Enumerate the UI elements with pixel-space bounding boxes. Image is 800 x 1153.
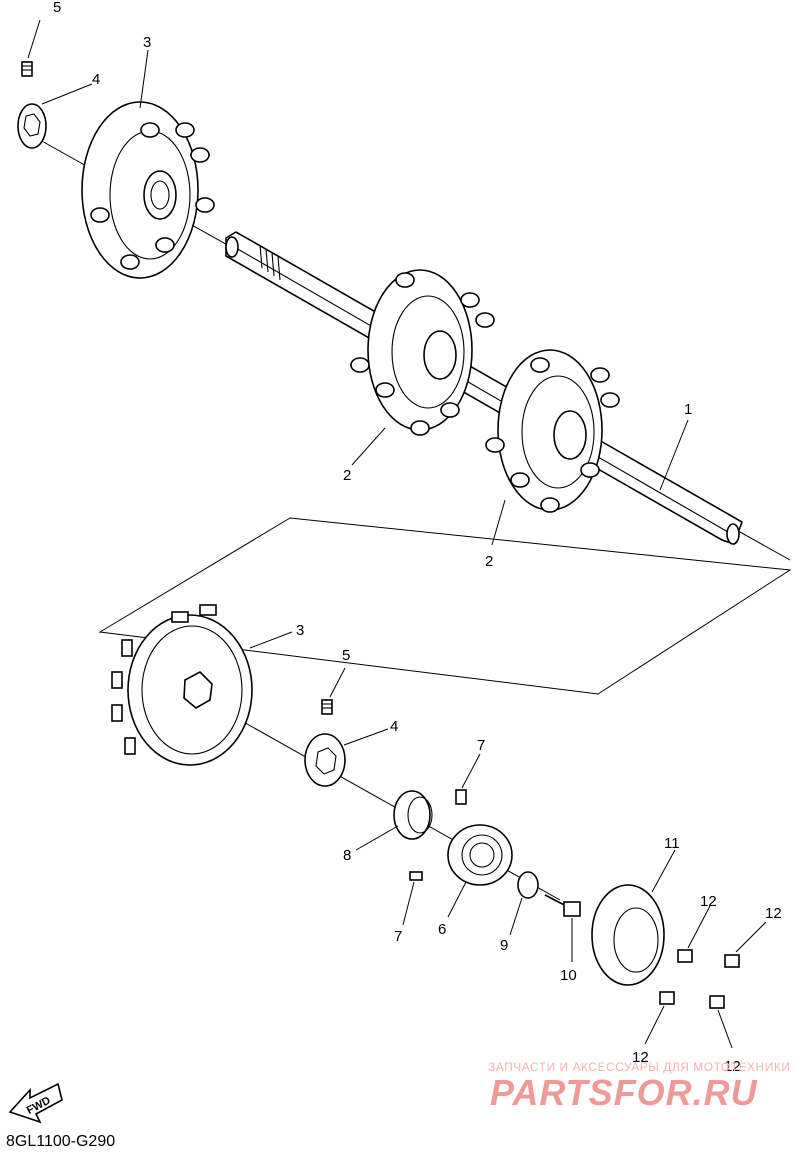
outer-sprocket-top bbox=[81, 101, 215, 279]
callout-9: 9 bbox=[500, 937, 508, 954]
bolt-10 bbox=[544, 894, 581, 917]
collar-9 bbox=[517, 871, 539, 899]
set-screw-7-lower bbox=[409, 871, 423, 881]
callout-12-d: 12 bbox=[724, 1058, 741, 1075]
callout-3-top: 3 bbox=[143, 34, 151, 51]
middle-sprocket-2 bbox=[485, 349, 620, 513]
set-screw-bottom bbox=[321, 699, 333, 715]
callout-12-a: 12 bbox=[700, 893, 717, 910]
watermark-tagline: ЗАПЧАСТИ И АКСЕССУАРЫ ДЛЯ МОТОТЕХНИКИ bbox=[488, 1060, 791, 1074]
callout-12-c: 12 bbox=[632, 1049, 649, 1066]
drive-shaft bbox=[225, 231, 743, 546]
callout-1: 1 bbox=[684, 401, 692, 418]
bolt-12-a bbox=[677, 949, 693, 963]
callout-8: 8 bbox=[343, 847, 351, 864]
fwd-arrow-icon: FWD bbox=[8, 1082, 63, 1124]
callout-11: 11 bbox=[664, 835, 680, 852]
callout-6: 6 bbox=[438, 921, 446, 938]
set-screw-top bbox=[21, 61, 33, 77]
bearing-assembly: 3 5 4 7 8 7 6 9 10 11 12 12 12 12 bbox=[111, 604, 782, 1075]
bearing bbox=[447, 824, 513, 886]
callout-3-bottom: 3 bbox=[296, 622, 304, 639]
middle-sprocket-1 bbox=[350, 269, 495, 436]
detail-frame bbox=[98, 517, 792, 695]
bolt-12-b bbox=[724, 954, 740, 968]
bolt-12-d bbox=[709, 995, 725, 1009]
callout-5-bottom: 5 bbox=[342, 647, 350, 664]
callout-2-a: 2 bbox=[343, 467, 351, 484]
collar-top bbox=[17, 103, 47, 149]
callout-7-bottom: 7 bbox=[394, 928, 402, 945]
watermark-brand: PARTSFOR.RU bbox=[490, 1072, 758, 1113]
set-screw-7-upper bbox=[455, 789, 467, 805]
callout-5-top: 5 bbox=[53, 0, 61, 16]
bolt-12-c bbox=[659, 991, 675, 1005]
callout-4-top: 4 bbox=[92, 71, 100, 88]
drive-shaft-assembly: 5 4 3 1 2 2 bbox=[17, 0, 791, 570]
callout-2-b: 2 bbox=[485, 553, 493, 570]
bushing bbox=[393, 790, 433, 840]
callout-10: 10 bbox=[560, 967, 577, 984]
collar-bottom bbox=[304, 733, 346, 787]
callout-4-bottom: 4 bbox=[390, 718, 398, 735]
outer-sprocket-bottom bbox=[111, 604, 253, 766]
figure-code: 8GL1100-G290 bbox=[6, 1133, 116, 1150]
callout-12-b: 12 bbox=[765, 905, 782, 922]
callout-7-top: 7 bbox=[477, 737, 485, 754]
bearing-housing bbox=[591, 884, 665, 986]
